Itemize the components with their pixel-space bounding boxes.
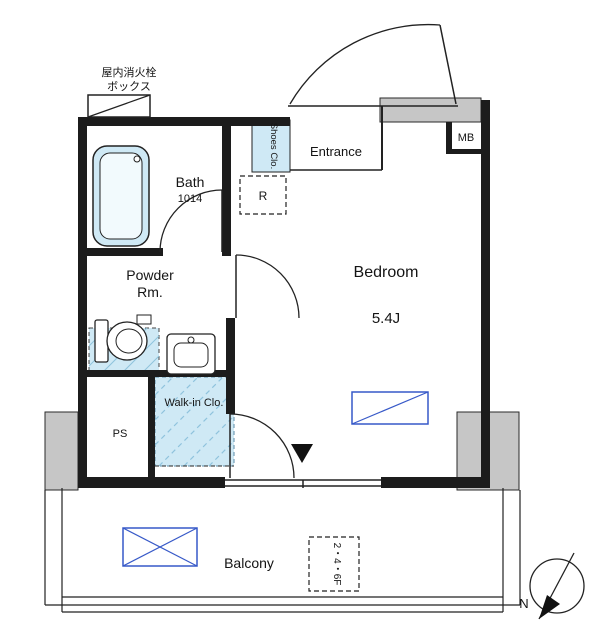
refrigerator-box bbox=[239, 175, 287, 215]
shoes-closet-area bbox=[251, 119, 291, 173]
compass-north-label: N bbox=[519, 596, 528, 611]
walls bbox=[78, 100, 490, 488]
wall-bath-powder bbox=[87, 248, 163, 256]
left-column bbox=[44, 411, 79, 491]
entrance-label: Entrance bbox=[310, 144, 362, 159]
bathtub-inner bbox=[99, 152, 143, 240]
wall-mb-bottom bbox=[446, 149, 481, 154]
powder-room-label-2: Rm. bbox=[137, 284, 163, 300]
fire-hydrant-diagonal bbox=[87, 94, 151, 118]
symbols bbox=[87, 94, 429, 592]
wall-bedroom-left bbox=[226, 318, 235, 414]
hatch-line bbox=[154, 376, 199, 421]
bath-door-arc bbox=[159, 189, 223, 253]
hatch-line bbox=[154, 376, 224, 446]
washbasin-bowl bbox=[173, 342, 209, 368]
bedroom-diagonal-box bbox=[351, 391, 429, 425]
compass-circle bbox=[529, 558, 585, 614]
shoes-closet-label: Shoes Clo. bbox=[268, 123, 279, 169]
top-right-structure bbox=[379, 97, 482, 123]
wall-ps-right bbox=[148, 377, 155, 477]
wall-bottom-right bbox=[381, 477, 490, 488]
compass-icon bbox=[529, 552, 585, 620]
toilet-bowl-inner bbox=[115, 328, 143, 354]
bedroom-label: Bedroom bbox=[354, 264, 419, 281]
walk-in-closet-label: Walk-in Clo. bbox=[165, 397, 224, 409]
wall-mb-left bbox=[446, 122, 452, 152]
direction-marker-icon bbox=[291, 444, 313, 463]
bathtub bbox=[92, 145, 150, 247]
refrigerator-label: R bbox=[259, 189, 268, 203]
compass-needle-tip bbox=[539, 595, 560, 619]
balcony-label: Balcony bbox=[224, 555, 274, 571]
wall-powder-wic bbox=[87, 370, 235, 377]
entrance-door-leaf bbox=[439, 24, 457, 105]
bedroom-diagonal-line bbox=[351, 391, 429, 425]
washbasin bbox=[166, 333, 216, 375]
wall-top-left bbox=[87, 117, 290, 126]
toilet bbox=[94, 314, 152, 363]
fire-hydrant-label-2: ボックス bbox=[107, 80, 151, 93]
wall-bath-right bbox=[222, 126, 231, 256]
powder-door-arc bbox=[235, 254, 300, 319]
hatch-line bbox=[154, 376, 174, 396]
bath-size-label: 1014 bbox=[178, 193, 202, 205]
mb-label: MB bbox=[458, 132, 475, 144]
wall-bottom-left bbox=[78, 477, 225, 488]
bath-faucet-icon bbox=[133, 155, 141, 163]
doors bbox=[159, 23, 457, 479]
toilet-tank bbox=[94, 319, 109, 363]
evacuation-hatch-box bbox=[308, 536, 360, 592]
pipe-space-label: PS bbox=[113, 428, 128, 440]
labels: 屋内消火栓 ボックス Entrance MB Shoes Clo. Bath 1… bbox=[102, 65, 529, 611]
bedroom-size-label: 5.4J bbox=[372, 310, 400, 327]
wall-right bbox=[481, 100, 490, 480]
entrance-door-arc bbox=[289, 23, 441, 105]
walk-in-closet-area bbox=[154, 376, 235, 467]
washbasin-faucet-icon bbox=[187, 336, 195, 344]
balcony-x-box bbox=[122, 527, 198, 567]
wall-left bbox=[78, 117, 87, 480]
balcony-x-diag-2 bbox=[122, 527, 198, 567]
hatch-line bbox=[183, 415, 235, 467]
wic-door-arc bbox=[229, 413, 295, 479]
toilet-control bbox=[136, 314, 152, 325]
thin-lines bbox=[44, 105, 521, 613]
fire-hydrant-label-1: 屋内消火栓 bbox=[102, 65, 157, 79]
evacuation-hatch-label: 2・4・6F bbox=[331, 543, 342, 586]
bath-label: Bath bbox=[176, 174, 205, 190]
powder-room-label-1: Powder bbox=[126, 267, 174, 283]
toilet-bowl bbox=[106, 321, 148, 361]
